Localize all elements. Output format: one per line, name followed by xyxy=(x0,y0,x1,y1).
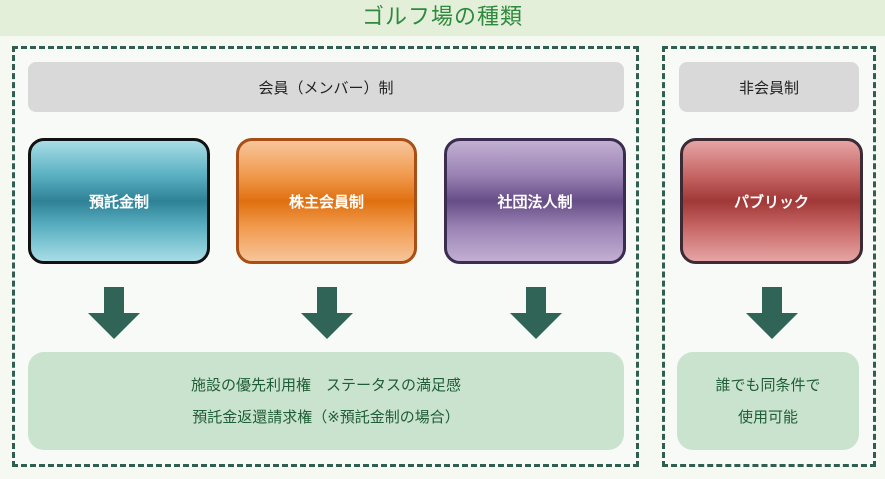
member-benefit-line: 施設の優先利用権 ステータスの満足感 xyxy=(190,376,461,394)
member-benefit-line: 預託金返還請求権（※預託金制の場合） xyxy=(192,408,460,426)
down-arrow-icon xyxy=(88,287,140,339)
shareholder-member-system-box: 株主会員制 xyxy=(236,138,417,264)
incorporated-association-system-box: 社団法人制 xyxy=(444,138,626,264)
down-arrow-icon xyxy=(510,287,562,339)
deposit-system-box: 預託金制 xyxy=(28,138,210,264)
non-member-benefits-box: 誰でも同条件で 使用可能 xyxy=(677,352,859,450)
member-benefits-box: 施設の優先利用権 ステータスの満足感 預託金返還請求権（※預託金制の場合） xyxy=(28,352,624,450)
diagram-title: ゴルフ場の種類 xyxy=(0,0,885,36)
member-system-header: 会員（メンバー）制 xyxy=(28,62,624,112)
non-member-benefit-line: 誰でも同条件で xyxy=(715,376,821,394)
down-arrow-icon xyxy=(746,287,798,339)
public-system-box: パブリック xyxy=(680,138,863,264)
down-arrow-icon xyxy=(301,287,353,339)
non-member-benefit-line: 使用可能 xyxy=(737,408,798,426)
non-member-system-header: 非会員制 xyxy=(679,62,859,112)
